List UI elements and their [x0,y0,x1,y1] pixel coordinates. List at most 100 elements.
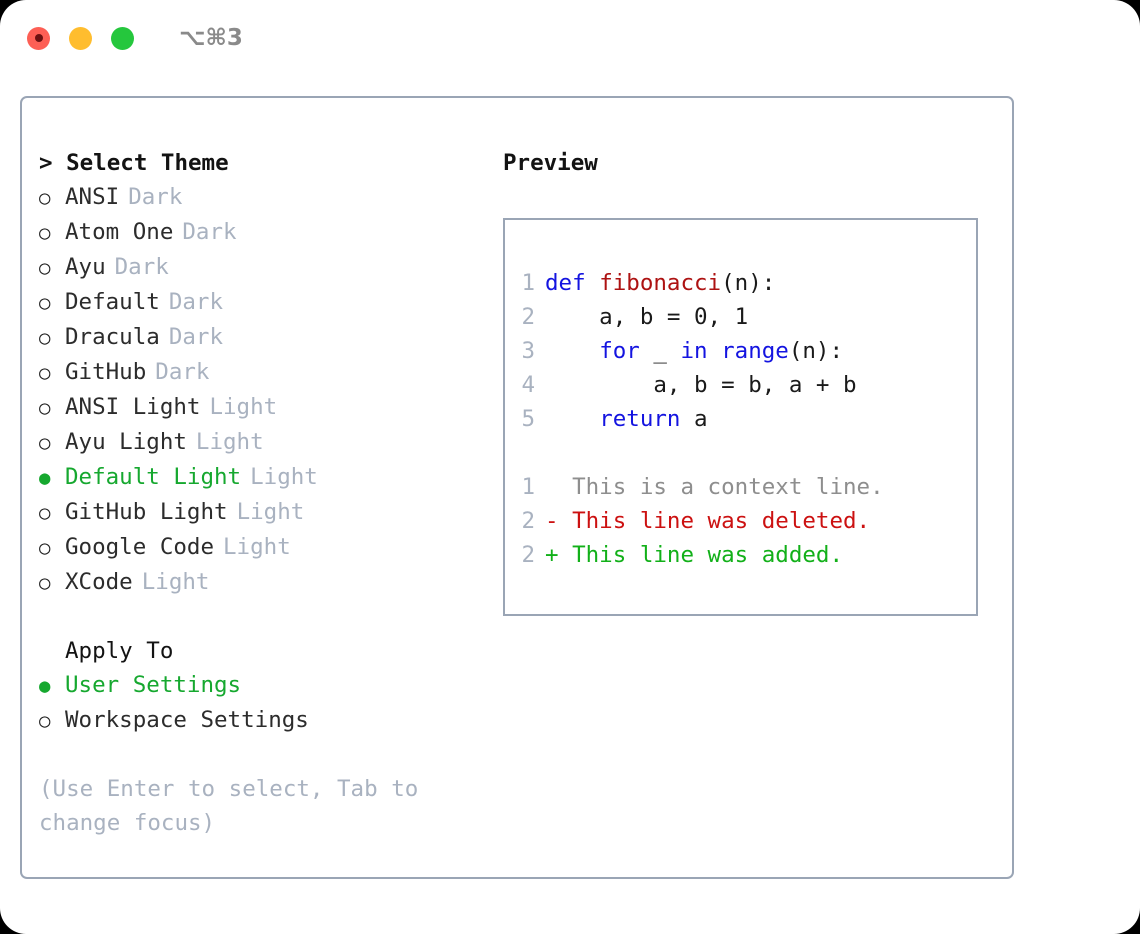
radio-unselected-icon: ○ [39,257,51,279]
preview-heading: Preview [503,150,598,176]
theme-option-label: Default [65,289,160,315]
radio-unselected-icon: ○ [39,502,51,524]
diff-line-added: 2+ This line was added. [521,538,884,572]
code-line-number: 2 [521,304,535,330]
code-line-number: 2 [521,508,535,534]
close-button[interactable] [27,26,50,50]
radio-unselected-icon: ○ [39,572,51,594]
apply-to-option-label: User Settings [65,672,242,698]
code-token: a, b = 0, 1 [545,304,749,330]
theme-option-label: GitHub Light [65,499,228,525]
theme-option-category: Light [250,464,318,490]
code-line: 2 a, b = 0, 1 [521,300,884,334]
diff-line-context: 1 This is a context line. [521,470,884,504]
code-line-number: 5 [521,406,535,432]
theme-option-ansi[interactable]: ○ ANSI Dark [39,180,469,215]
theme-option-category: Light [141,569,210,595]
theme-option-category: Light [223,534,291,560]
radio-unselected-icon: ○ [39,187,51,209]
radio-selected-icon: ● [39,467,51,489]
apply-to-option-user-settings[interactable]: ● User Settings [39,668,469,703]
radio-unselected-icon: ○ [39,432,51,454]
select-theme-heading: > Select Theme [39,150,229,176]
theme-option-label: XCode [65,569,133,595]
code-token: (n): [721,270,776,296]
code-line-number: 4 [521,372,535,398]
apply-to-option-label: Workspace Settings [65,707,309,733]
code-token [545,406,599,432]
radio-unselected-icon: ○ [39,362,51,384]
code-token: a, b = b, a + b [545,372,857,398]
theme-option-category: Dark [155,359,210,385]
theme-option-xcode[interactable]: ○ XCode Light [39,565,469,600]
minimize-button[interactable] [69,26,92,50]
code-token: for [599,338,640,364]
theme-option-category: Dark [128,184,183,210]
diff-line-text: - This line was deleted. [545,508,871,534]
theme-option-label: ANSI Light [65,394,201,420]
code-line-number: 1 [521,270,535,296]
theme-option-label: Ayu Light [65,429,187,455]
code-token: return [599,406,681,432]
code-line: 3 for _ in range(n): [521,334,884,368]
radio-unselected-icon: ○ [39,292,51,314]
maximize-button[interactable] [111,26,134,50]
section-spacer [39,600,469,634]
radio-unselected-icon: ○ [39,537,51,559]
theme-option-category: Light [195,429,264,455]
code-line: 4 a, b = b, a + b [521,368,884,402]
code-token [545,338,599,364]
help-text: (Use Enter to select, Tab to change focu… [39,776,432,836]
code-blank-line [521,436,884,470]
theme-option-label: GitHub [65,359,147,385]
titlebar: ⌥⌘3 [0,0,1140,76]
theme-option-ayu-light[interactable]: ○ Ayu Light Light [39,425,469,460]
theme-option-label: ANSI [65,184,120,210]
theme-option-github-light[interactable]: ○ GitHub Light Light [39,495,469,530]
window-controls [27,26,134,50]
apply-to-option-workspace-settings[interactable]: ○Workspace Settings [39,703,469,738]
radio-unselected-icon: ○ [39,222,51,244]
code-token: (n): [788,338,844,364]
code-token: def [545,270,600,296]
radio-selected-icon: ● [39,675,51,697]
theme-option-google-code[interactable]: ○ Google Code Light [39,530,469,565]
theme-option-ayu[interactable]: ○ Ayu Dark [39,250,469,285]
code-token: _ [639,338,681,364]
code-line-number: 1 [521,474,535,500]
theme-option-ansi-light[interactable]: ○ ANSI Light Light [39,390,469,425]
theme-option-category: Dark [168,324,224,350]
code-line: 1 def fibonacci(n): [521,266,884,300]
theme-option-category: Dark [114,254,169,280]
code-token: a [680,406,708,432]
code-token [708,338,722,364]
theme-option-github[interactable]: ○ GitHub Dark [39,355,469,390]
theme-option-category: Light [236,499,305,525]
theme-option-label: Dracula [65,324,160,350]
apply-to-list[interactable]: ● User Settings ○Workspace Settings [39,668,469,738]
code-line-number: 3 [521,338,535,364]
radio-unselected-icon: ○ [39,397,51,419]
theme-option-label: Google Code [65,534,215,560]
theme-option-label: Atom One [65,219,174,245]
code-line-number: 2 [521,542,535,568]
code-token: range [721,338,789,364]
theme-option-label: Ayu [65,254,106,280]
theme-option-category: Light [209,394,278,420]
code-line: 5 return a [521,402,884,436]
keyboard-shortcut-label: ⌥⌘3 [179,25,243,51]
code-token: fibonacci [599,270,722,296]
code-token: in [680,338,708,364]
diff-line-text: This is a context line. [545,474,884,500]
